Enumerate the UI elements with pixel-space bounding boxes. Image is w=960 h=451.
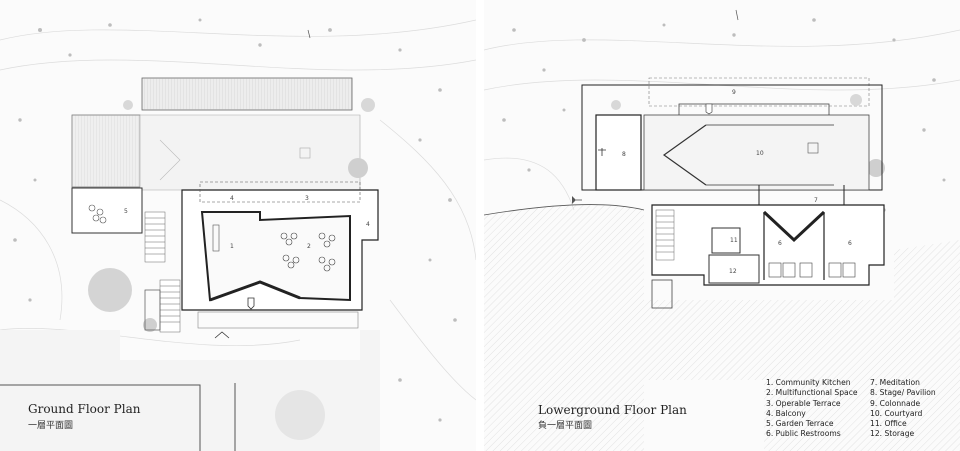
room-label-7: 7 <box>814 197 818 204</box>
room-label-1: 1 <box>230 243 234 250</box>
restroom-fixtures <box>768 262 856 278</box>
lowerground-floor-drawing: 9 8 10 7 <box>484 9 960 451</box>
tree-scatter-lower <box>502 18 946 212</box>
room-label-4a: 4 <box>230 195 234 202</box>
room-label-2: 2 <box>307 243 311 250</box>
panel-divider <box>476 0 484 451</box>
legend-item: 11. Office <box>870 419 907 429</box>
terrain-contours <box>0 19 476 401</box>
lowerground-floor-title: Lowerground Floor Plan <box>538 403 687 417</box>
lowerground-floor-panel: 9 8 10 7 <box>484 0 960 451</box>
room-label-3: 3 <box>305 195 309 202</box>
ground-floor-subtitle: 一層平面圖 <box>28 421 74 431</box>
legend-column-2: 7. Meditation 8. Stage/ Pavilion 9. Colo… <box>870 378 936 440</box>
legend-item: 6. Public Restrooms <box>766 429 841 439</box>
room-label-4b: 4 <box>366 221 370 228</box>
room-label-6b: 6 <box>848 240 852 247</box>
room-label-11: 11 <box>730 237 738 244</box>
room-label-5: 5 <box>124 208 128 215</box>
lowerground-floor-subtitle: 負一層平面圖 <box>538 421 593 431</box>
legend-item: 10. Courtyard <box>870 408 923 418</box>
room-label-8: 8 <box>622 151 626 158</box>
room-label-12: 12 <box>729 268 737 275</box>
legend-item: 2. Multifunctional Space <box>766 388 858 398</box>
legend-item: 7. Meditation <box>870 378 920 387</box>
legend-item: 3. Operable Terrace <box>766 398 841 408</box>
ground-floor-drawing: 5 4 3 4 <box>0 18 476 451</box>
legend-item: 1. Community Kitchen <box>766 378 851 387</box>
legend-item: 8. Stage/ Pavilion <box>870 388 936 398</box>
room-label-6a: 6 <box>778 240 782 247</box>
room-label-10: 10 <box>756 150 764 157</box>
room-label-9: 9 <box>732 89 736 96</box>
ground-floor-panel: 5 4 3 4 <box>0 0 476 451</box>
legend-item: 5. Garden Terrace <box>766 419 834 429</box>
legend-item: 4. Balcony <box>766 408 806 418</box>
ground-floor-title: Ground Floor Plan <box>28 402 141 416</box>
legend-item: 9. Colonnade <box>870 398 921 408</box>
furniture-tables <box>280 232 336 272</box>
legend-column-1: 1. Community Kitchen 2. Multifunctional … <box>766 378 858 440</box>
legend-item: 12. Storage <box>870 429 915 439</box>
